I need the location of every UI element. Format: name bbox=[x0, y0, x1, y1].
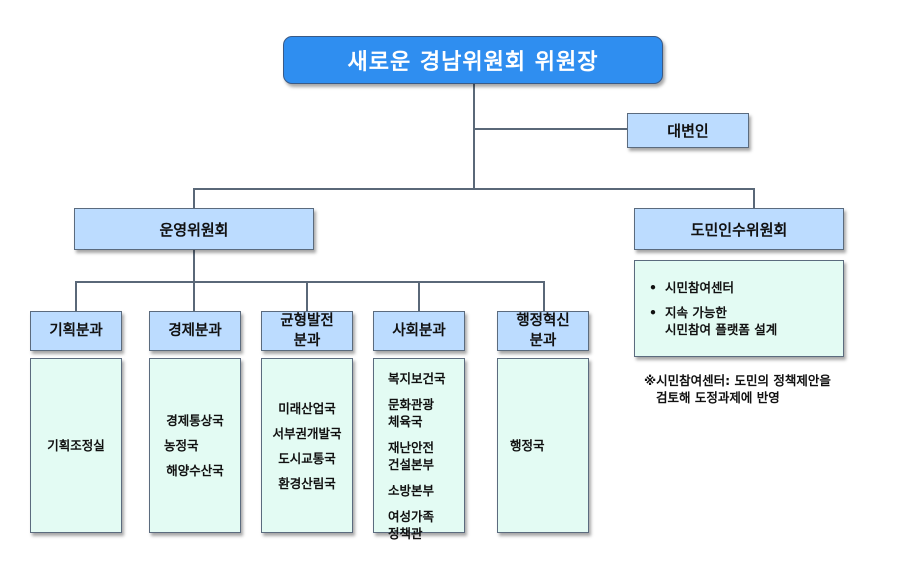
citizen-item: • 시민참여센터 bbox=[649, 279, 843, 296]
spokesperson-box: 대변인 bbox=[627, 113, 749, 148]
department-item: 농정국 bbox=[164, 438, 199, 453]
subcommittee-label-line2: 분과 bbox=[529, 333, 557, 349]
connector-unit-1 bbox=[75, 281, 77, 311]
department-item: 경제통상국 bbox=[166, 413, 224, 428]
department-item: 서부권개발국 bbox=[272, 425, 342, 441]
department-item: 도시교통국 bbox=[278, 450, 336, 466]
citizen-committee-details: • 시민참여센터 • 지속 가능한 시민참여 플랫폼 설계 bbox=[634, 260, 844, 357]
departments-economy: 경제통상국 농정국 해양수산국 bbox=[149, 358, 241, 533]
department-item: 문화관광 체육국 bbox=[388, 397, 435, 429]
subcommittee-planning: 기획분과 bbox=[30, 311, 122, 351]
subcommittee-label: 사회분과 bbox=[392, 323, 446, 339]
operations-committee-label: 운영위원회 bbox=[159, 220, 229, 239]
subcommittee-society: 사회분과 bbox=[373, 311, 465, 351]
connector-spokesperson bbox=[473, 128, 628, 130]
citizen-committee-box: 도민인수위원회 bbox=[634, 208, 844, 250]
connector-top-trunk bbox=[473, 84, 475, 188]
connector-units-bar bbox=[75, 281, 544, 283]
chairperson-box: 새로운 경남위원회 위원장 bbox=[283, 36, 663, 84]
department-item: 기획조정실 bbox=[47, 438, 105, 453]
subcommittee-admin-innovation: 행정혁신 분과 bbox=[497, 311, 589, 351]
departments-society: 복지보건국 문화관광 체육국 재난안전 건설본부 소방본부 여성가족 정책관 bbox=[373, 358, 465, 541]
subcommittee-label: 기획분과 bbox=[49, 323, 103, 339]
footnote-line2: 검토해 도정과제에 반영 bbox=[656, 390, 780, 405]
subcommittee-label-line2: 분과 bbox=[293, 333, 321, 349]
citizen-item: • 지속 가능한 시민참여 플랫폼 설계 bbox=[649, 304, 843, 338]
subcommittee-label-line1: 균형발전 bbox=[280, 313, 334, 329]
connector-unit-4 bbox=[418, 281, 420, 311]
subcommittee-economy: 경제분과 bbox=[149, 311, 241, 351]
citizen-committee-label: 도민인수위원회 bbox=[690, 220, 788, 239]
departments-planning: 기획조정실 bbox=[30, 358, 122, 533]
connector-citizen-drop bbox=[753, 188, 755, 208]
operations-committee-box: 운영위원회 bbox=[74, 208, 314, 250]
department-item: 행정국 bbox=[510, 438, 545, 453]
department-item: 복지보건국 bbox=[388, 371, 446, 386]
connector-unit-5 bbox=[543, 281, 545, 311]
department-item: 여성가족 정책관 bbox=[388, 509, 435, 541]
bullet-icon: • bbox=[649, 305, 657, 320]
footnote-line1: ※시민참여센터: 도민의 정책제안을 bbox=[644, 373, 831, 388]
departments-admin-innovation: 행정국 bbox=[497, 358, 589, 533]
connector-ops-trunk bbox=[193, 250, 195, 281]
subcommittee-balanced-development: 균형발전 분과 bbox=[261, 311, 353, 351]
connector-unit-3 bbox=[306, 281, 308, 311]
department-item: 미래산업국 bbox=[278, 400, 336, 416]
department-item: 환경산림국 bbox=[278, 475, 336, 491]
departments-balanced-development: 미래산업국 서부권개발국 도시교통국 환경산림국 bbox=[261, 358, 353, 533]
chairperson-label: 새로운 경남위원회 위원장 bbox=[347, 50, 599, 75]
citizen-item-text: 지속 가능한 시민참여 플랫폼 설계 bbox=[665, 305, 778, 337]
bullet-icon: • bbox=[649, 280, 657, 295]
citizen-item-text: 시민참여센터 bbox=[665, 280, 735, 295]
spokesperson-label: 대변인 bbox=[667, 122, 709, 140]
connector-ops-drop bbox=[193, 188, 195, 208]
department-item: 재난안전 건설본부 bbox=[388, 440, 435, 472]
connector-unit-2 bbox=[193, 281, 195, 311]
department-item: 소방본부 bbox=[388, 483, 435, 498]
subcommittee-label-line1: 행정혁신 bbox=[516, 313, 570, 329]
subcommittee-label: 경제분과 bbox=[168, 323, 222, 339]
footnote: ※시민참여센터: 도민의 정책제안을 검토해 도정과제에 반영 bbox=[644, 372, 884, 406]
department-item: 해양수산국 bbox=[166, 463, 224, 478]
connector-committees-bar bbox=[193, 188, 754, 190]
